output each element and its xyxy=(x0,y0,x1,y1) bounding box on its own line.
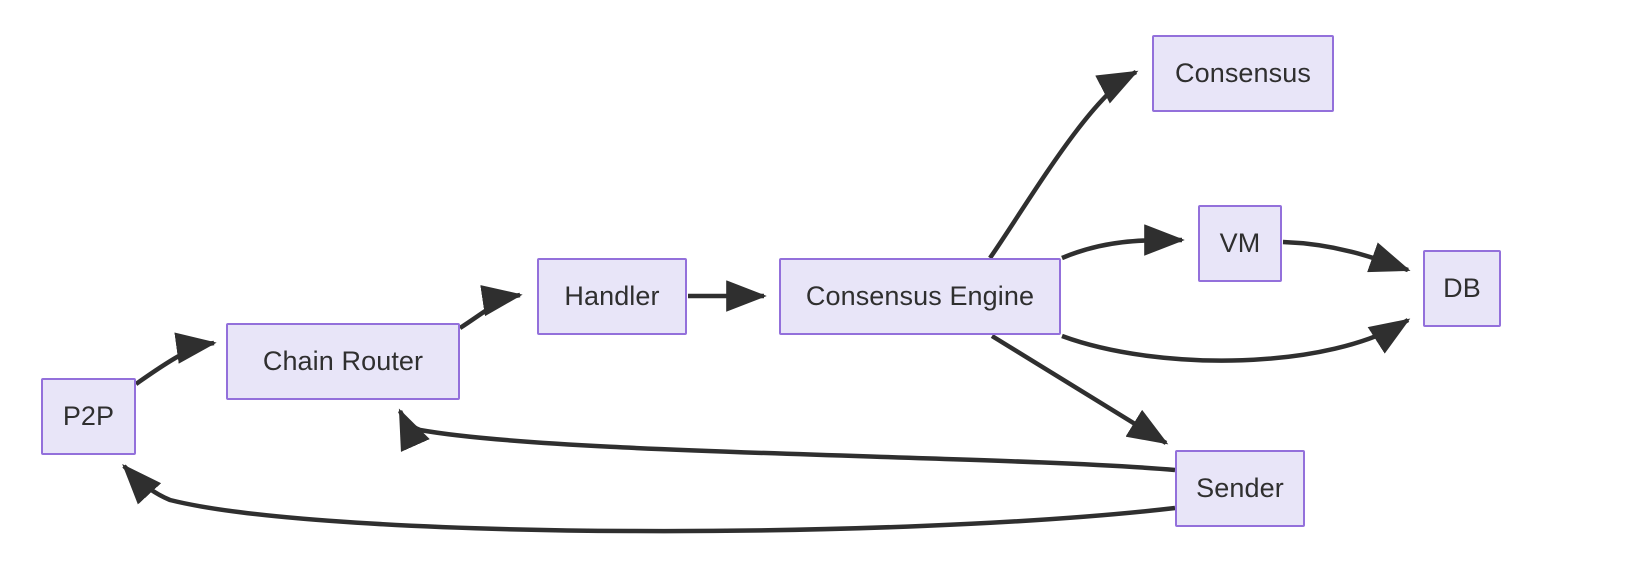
node-handler[interactable]: Handler xyxy=(537,258,687,335)
node-db[interactable]: DB xyxy=(1423,250,1501,327)
node-vm-label: VM xyxy=(1219,228,1261,258)
node-chain-router[interactable]: Chain Router xyxy=(226,323,460,400)
node-handler-label: Handler xyxy=(564,281,660,311)
node-consensus-engine[interactable]: Consensus Engine xyxy=(779,258,1061,335)
node-sender[interactable]: Sender xyxy=(1175,450,1305,527)
edge-sender-to-chain-router xyxy=(397,408,1176,473)
edge-sender-to-p2p xyxy=(122,464,1176,534)
node-consensus-label: Consensus xyxy=(1175,58,1311,88)
edge-p2p-to-chain-router xyxy=(134,332,217,386)
edge-consensus-engine-to-consensus xyxy=(988,70,1139,260)
edge-chain-router-to-handler xyxy=(458,285,523,330)
node-sender-label: Sender xyxy=(1196,473,1284,503)
node-chain-router-label: Chain Router xyxy=(262,346,424,376)
node-p2p-label: P2P xyxy=(62,401,115,431)
edge-consensus-engine-to-db xyxy=(1061,318,1411,363)
node-p2p[interactable]: P2P xyxy=(41,378,136,455)
node-db-label: DB xyxy=(1443,273,1481,303)
edge-consensus-engine-to-vm xyxy=(1061,224,1185,261)
node-consensus[interactable]: Consensus xyxy=(1152,35,1334,112)
edge-consensus-engine-to-sender xyxy=(990,334,1169,445)
node-consensus-engine-label: Consensus Engine xyxy=(805,281,1035,311)
node-vm[interactable]: VM xyxy=(1198,205,1282,282)
edge-vm-to-db xyxy=(1282,239,1411,273)
